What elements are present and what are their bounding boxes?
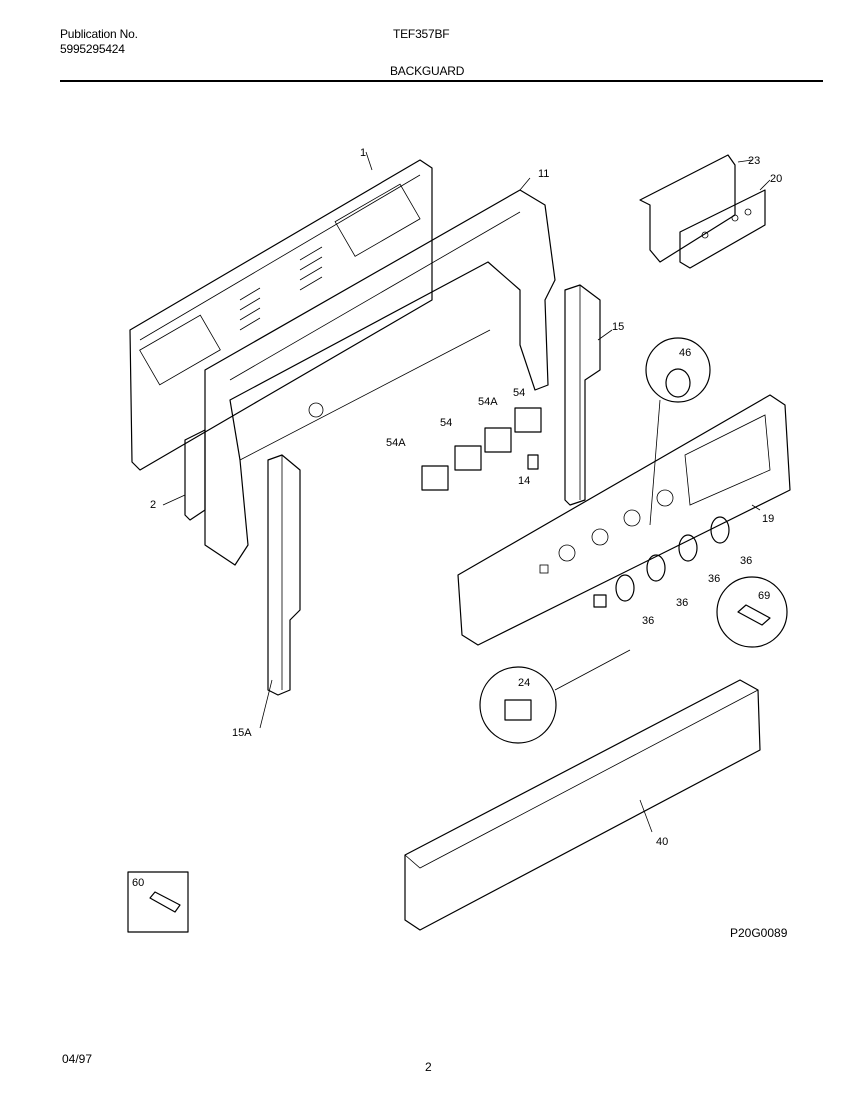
callout-11: 11 xyxy=(538,168,549,180)
part-switch-inset-24 xyxy=(479,594,631,744)
page-number: 2 xyxy=(425,1060,432,1074)
callout-54-b: 54 xyxy=(440,417,452,429)
part-screw-box-60 xyxy=(127,871,189,933)
publication-number: 5995295424 xyxy=(60,42,125,56)
callout-40: 40 xyxy=(656,836,668,848)
model-number: TEF357BF xyxy=(393,27,450,41)
header-rule xyxy=(60,80,823,82)
publication-label: Publication No. xyxy=(60,27,138,41)
callout-36-d: 36 xyxy=(642,615,654,627)
callout-2: 2 xyxy=(150,499,156,511)
footer-date: 04/97 xyxy=(62,1052,93,1066)
callout-54-a: 54 xyxy=(513,387,525,399)
callout-54a-a: 54A xyxy=(478,396,498,408)
part-knobs xyxy=(615,516,730,602)
part-rear-panel xyxy=(129,151,433,471)
part-end-bracket-15a xyxy=(259,454,301,729)
callout-36-c: 36 xyxy=(676,597,688,609)
callout-69: 69 xyxy=(758,590,770,602)
part-end-bracket-15 xyxy=(564,284,613,506)
part-display-board xyxy=(639,154,771,269)
callout-46: 46 xyxy=(679,347,691,359)
callout-23: 23 xyxy=(748,155,760,167)
callout-24: 24 xyxy=(518,677,530,689)
part-bracket-2 xyxy=(162,429,206,521)
callout-labels: 1 2 11 14 15 15A 19 20 23 24 36 36 36 36… xyxy=(132,147,782,889)
callout-20: 20 xyxy=(770,173,782,185)
callout-36-a: 36 xyxy=(740,555,752,567)
part-knob-inset-46 xyxy=(645,337,711,526)
callout-15a: 15A xyxy=(232,727,252,739)
callout-15: 15 xyxy=(612,321,624,333)
callout-19: 19 xyxy=(762,513,774,525)
callout-1: 1 xyxy=(360,147,366,159)
section-title: BACKGUARD xyxy=(390,64,465,78)
part-trim-40 xyxy=(404,679,761,931)
part-backguard-frame xyxy=(204,177,556,566)
diagram-code: P20G0089 xyxy=(730,926,788,940)
callout-54a-b: 54A xyxy=(386,437,406,449)
part-switches xyxy=(421,407,542,491)
part-control-panel xyxy=(457,394,791,646)
callout-60: 60 xyxy=(132,877,144,889)
callout-36-b: 36 xyxy=(708,573,720,585)
part-screw-inset-69 xyxy=(716,576,788,648)
callout-14: 14 xyxy=(518,475,530,487)
